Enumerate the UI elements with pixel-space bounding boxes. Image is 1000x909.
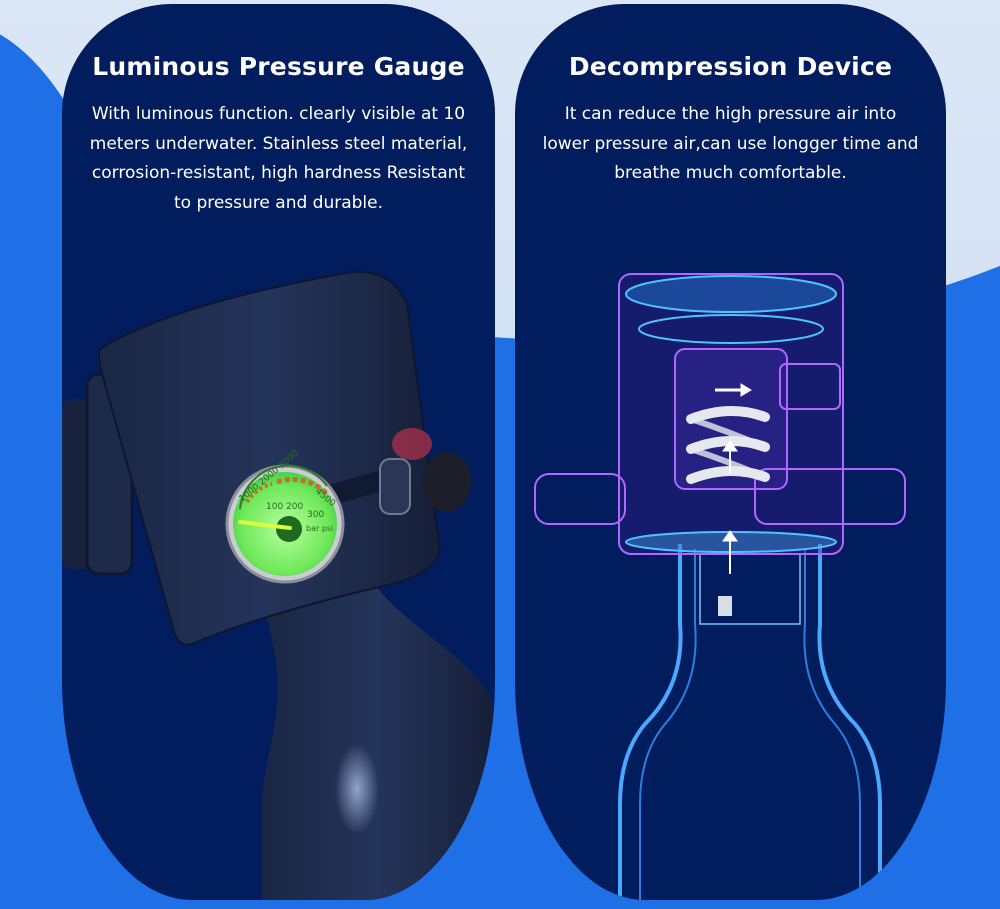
luminous-gauge-dial: 1000 2000 3000 4500 100 200 300 bar psi bbox=[225, 449, 345, 584]
svg-text:100 200: 100 200 bbox=[266, 502, 303, 512]
card-title: Luminous Pressure Gauge bbox=[92, 52, 465, 81]
svg-text:bar psi: bar psi bbox=[306, 524, 333, 533]
svg-text:300: 300 bbox=[307, 510, 324, 520]
decompression-device-illustration bbox=[534, 273, 906, 900]
spring-icon bbox=[686, 405, 770, 484]
bottle-outline bbox=[618, 544, 882, 900]
card-description: It can reduce the high pressure air into… bbox=[542, 104, 919, 183]
pressure-gauge-illustration: 1000 2000 3000 4500 100 200 300 bar psi bbox=[62, 270, 495, 900]
card-description: With luminous function. clearly visible … bbox=[89, 104, 468, 213]
regulator-body-shape bbox=[97, 270, 442, 646]
airflow-arrow-icon bbox=[715, 383, 752, 574]
card-title: Decompression Device bbox=[568, 52, 893, 81]
feature-card-pressure-gauge: 1000 2000 3000 4500 100 200 300 bar psi … bbox=[62, 4, 495, 900]
feature-card-decompression-device: Decompression Device It can reduce the h… bbox=[515, 4, 946, 900]
tank-body-shape bbox=[262, 564, 495, 900]
